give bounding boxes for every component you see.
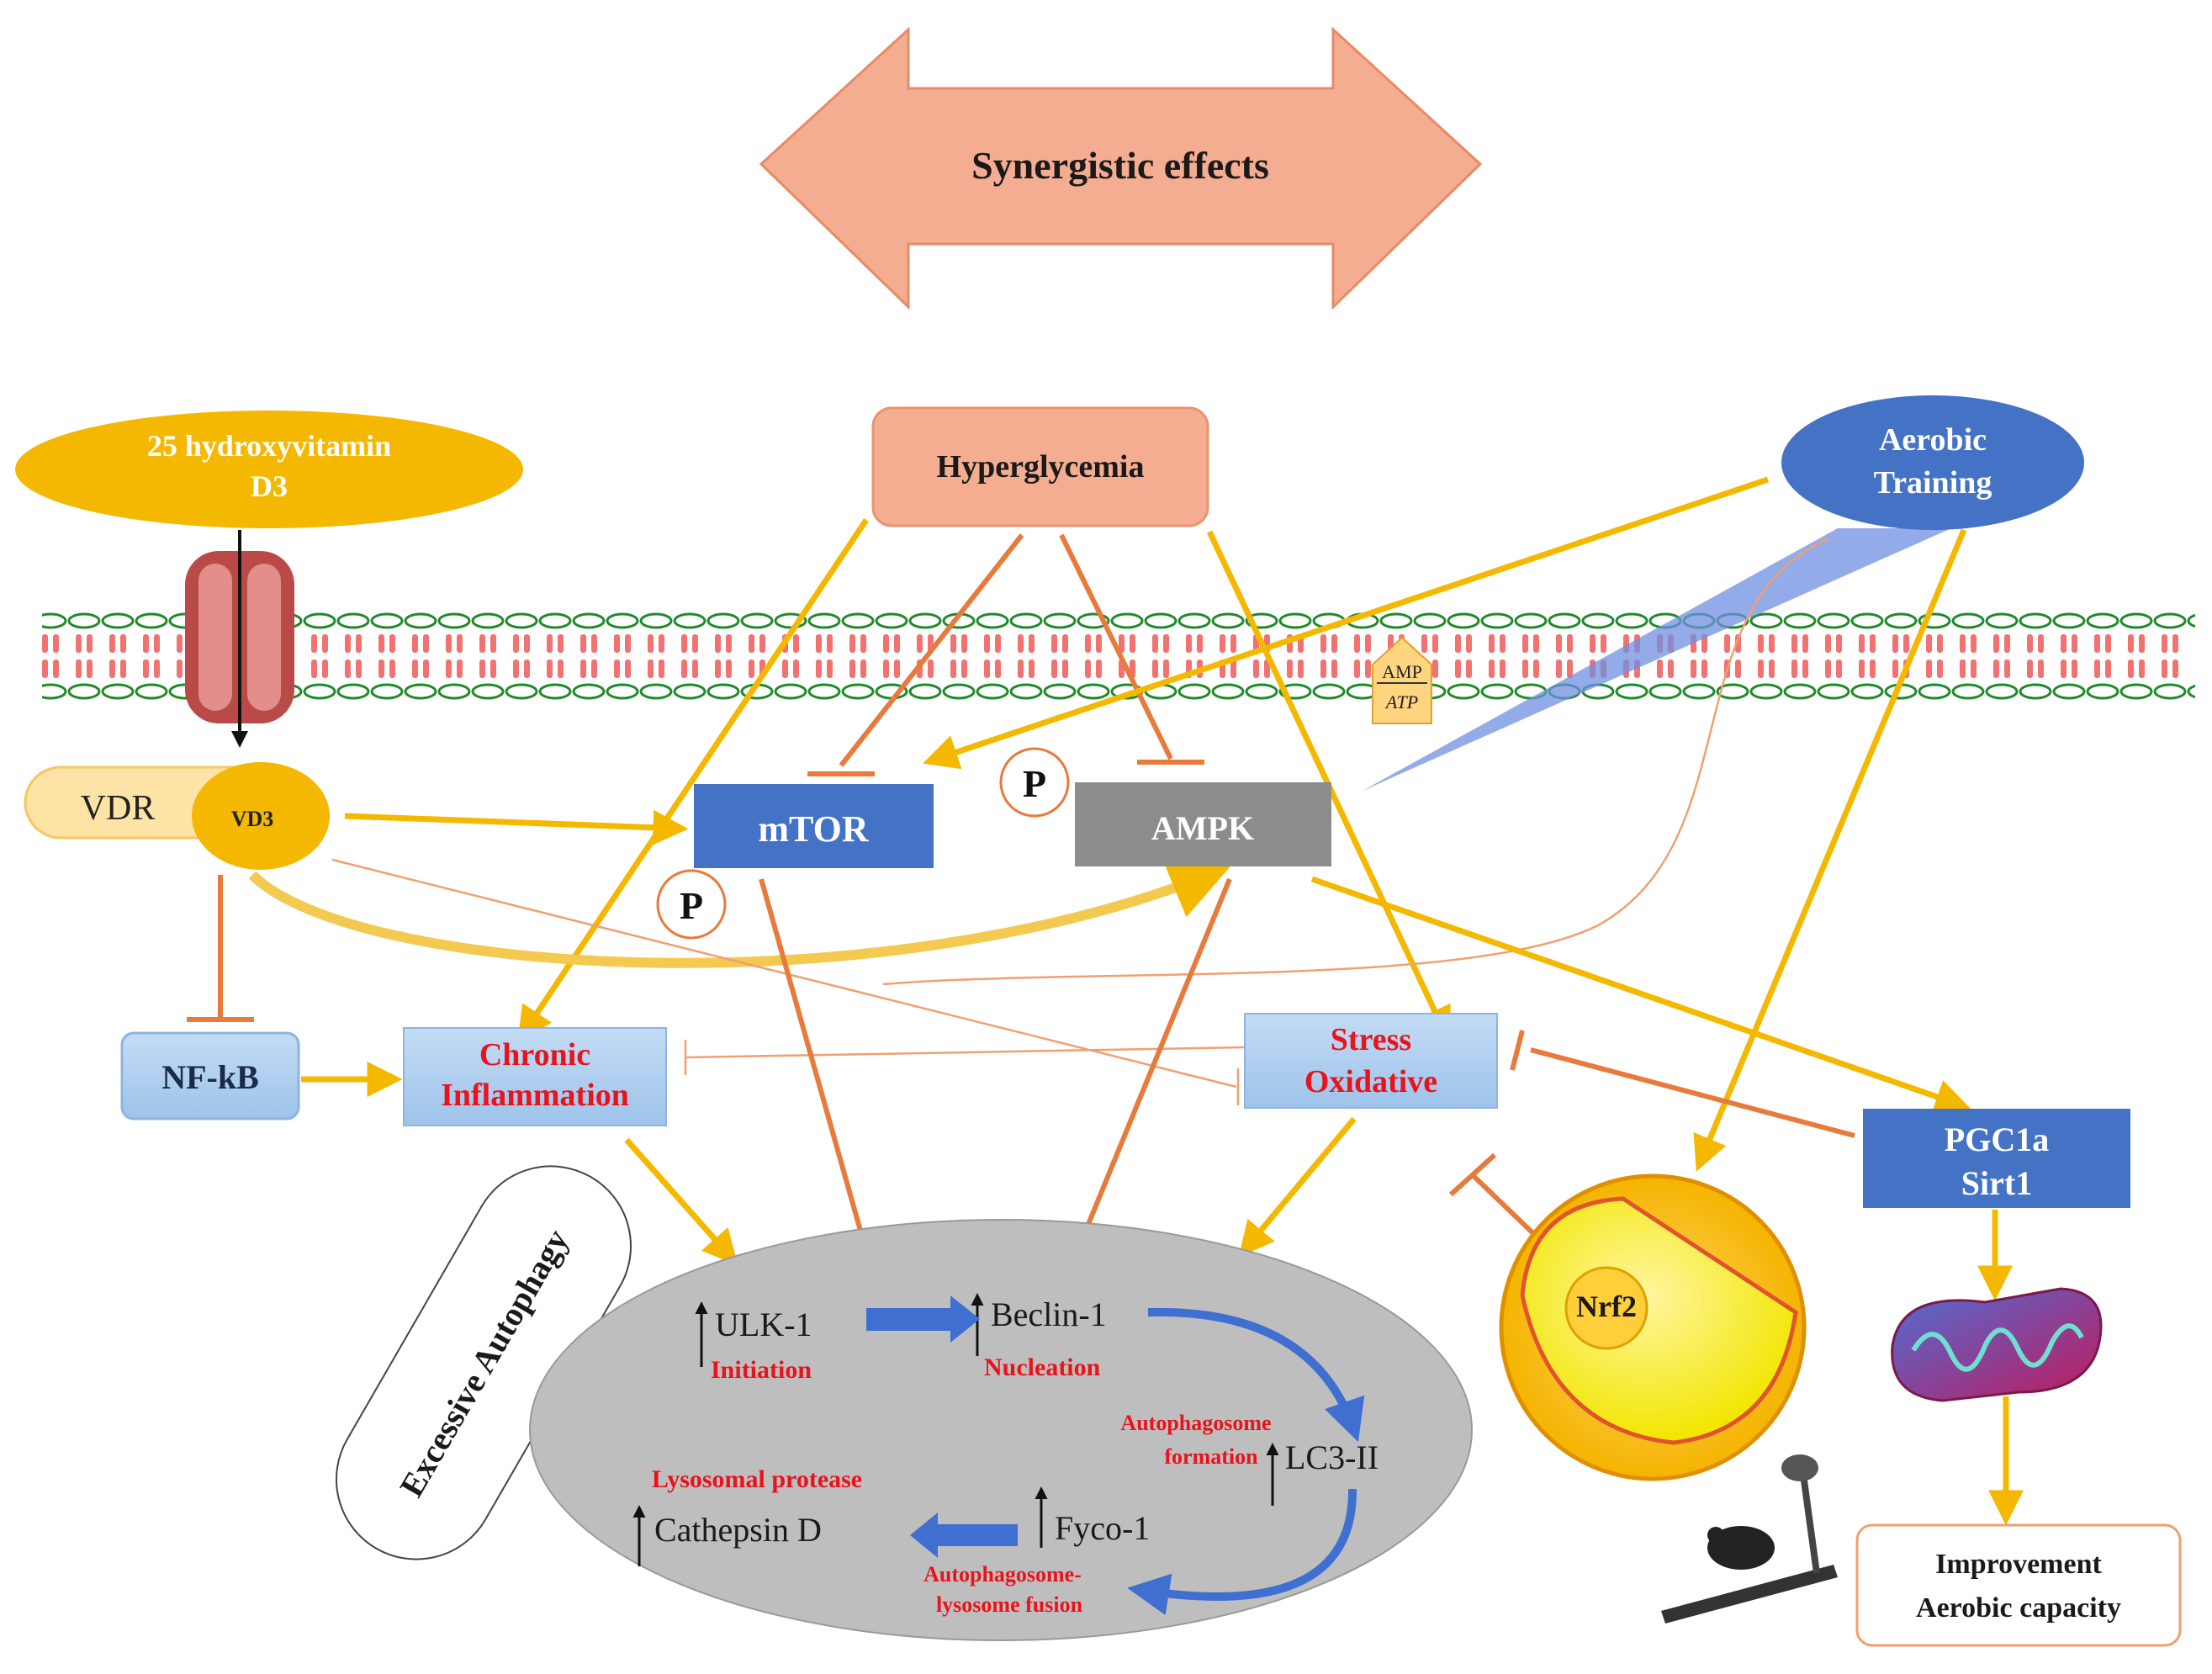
nucleation-label: Nucleation xyxy=(984,1354,1101,1381)
ampk-node: AMPK xyxy=(1075,782,1331,866)
aerobic-training-node: Aerobic Training xyxy=(1781,395,2084,530)
chronic-inflammation-label-line1: Chronic xyxy=(479,1037,590,1073)
improvement-label-line1: Improvement xyxy=(1935,1549,2102,1580)
amp-atp-badge: AMP ATP xyxy=(1372,636,1432,724)
nfkb-node: NF-kB xyxy=(120,1031,300,1120)
chronic-inflammation-node: Chronic Inflammation xyxy=(403,1027,667,1126)
mtor-label: mTOR xyxy=(758,808,869,850)
autophagy-pathway: ULK-1 Initiation Beclin-1 Nucleation Aut… xyxy=(529,1219,1473,1641)
aerobic-training-label-line1: Aerobic xyxy=(1879,422,1987,458)
pgc1a-sirt1-node: PGC1a Sirt1 xyxy=(1863,1109,2130,1208)
fyco1-label: Fyco-1 xyxy=(1055,1509,1150,1547)
vdr-label: VDR xyxy=(81,789,156,828)
membrane-channel-icon xyxy=(185,530,294,748)
nrf2-label: Nrf2 xyxy=(1576,1290,1637,1323)
aerobic-training-label-line2: Training xyxy=(1874,465,1992,501)
initiation-label: Initiation xyxy=(711,1356,812,1384)
synergistic-effects-label: Synergistic effects xyxy=(971,144,1269,187)
nfkb-label: NF-kB xyxy=(161,1058,259,1096)
cathepsin-d-label: Cathepsin D xyxy=(654,1511,822,1549)
lysosomal-protease-label: Lysosomal protease xyxy=(652,1465,862,1493)
aerobic-signal-wedge xyxy=(1363,528,1951,791)
atp-label: ATP xyxy=(1384,691,1418,713)
mtor-node: mTOR xyxy=(694,784,934,868)
lc3-ii-label: LC3-II xyxy=(1285,1438,1379,1476)
autophagosome-formation-label-line2: formation xyxy=(1164,1444,1258,1469)
hyperglycemia-label: Hyperglycemia xyxy=(937,449,1145,485)
ampk-phospho-label: P xyxy=(1023,762,1046,805)
ampk-phospho-badge: P xyxy=(999,747,1070,818)
improvement-label-line2: Aerobic capacity xyxy=(1916,1592,2121,1624)
nrf2-cell-icon: Nrf2 xyxy=(1499,1173,1807,1481)
synergistic-effects-arrow: Synergistic effects xyxy=(759,26,1483,310)
mtor-phospho-badge: P xyxy=(656,869,727,940)
autophagosome-lysosome-fusion-label-line1: Autophagosome- xyxy=(923,1562,1082,1587)
treadmill-icon xyxy=(1661,1454,1838,1624)
beclin1-label: Beclin-1 xyxy=(991,1295,1107,1333)
vdr-vd3-complex: VDR VD3 xyxy=(24,762,330,870)
vd3-label: VD3 xyxy=(231,807,274,831)
vitamin-d3-label-line1: 25 hydroxyvitamin xyxy=(147,429,391,463)
vitamin-d3-label-line2: D3 xyxy=(251,469,288,503)
sirt1-label: Sirt1 xyxy=(1961,1164,2032,1202)
ulk1-label: ULK-1 xyxy=(715,1306,812,1343)
mtor-phospho-label: P xyxy=(680,884,703,927)
autophagosome-formation-label-line1: Autophagosome xyxy=(1120,1411,1271,1435)
amp-label: AMP xyxy=(1382,661,1422,682)
chronic-inflammation-label-line2: Inflammation xyxy=(441,1078,629,1113)
hyperglycemia-node: Hyperglycemia xyxy=(871,406,1209,527)
improvement-node: Improvement Aerobic capacity xyxy=(1855,1523,2182,1647)
ampk-label: AMPK xyxy=(1151,809,1254,847)
vitamin-d3-node: 25 hydroxyvitamin D3 xyxy=(15,411,523,528)
autophagosome-lysosome-fusion-label-line2: lysosome fusion xyxy=(936,1592,1083,1617)
mitochondrion-icon xyxy=(1891,1287,2103,1402)
connectors xyxy=(187,476,2024,1526)
pgc1a-label: PGC1a xyxy=(1945,1120,2049,1158)
stress-oxidative-node: Stress Oxidative xyxy=(1244,1013,1498,1109)
stress-oxidative-label-line1: Stress xyxy=(1331,1022,1411,1057)
stress-oxidative-label-line2: Oxidative xyxy=(1304,1064,1437,1099)
